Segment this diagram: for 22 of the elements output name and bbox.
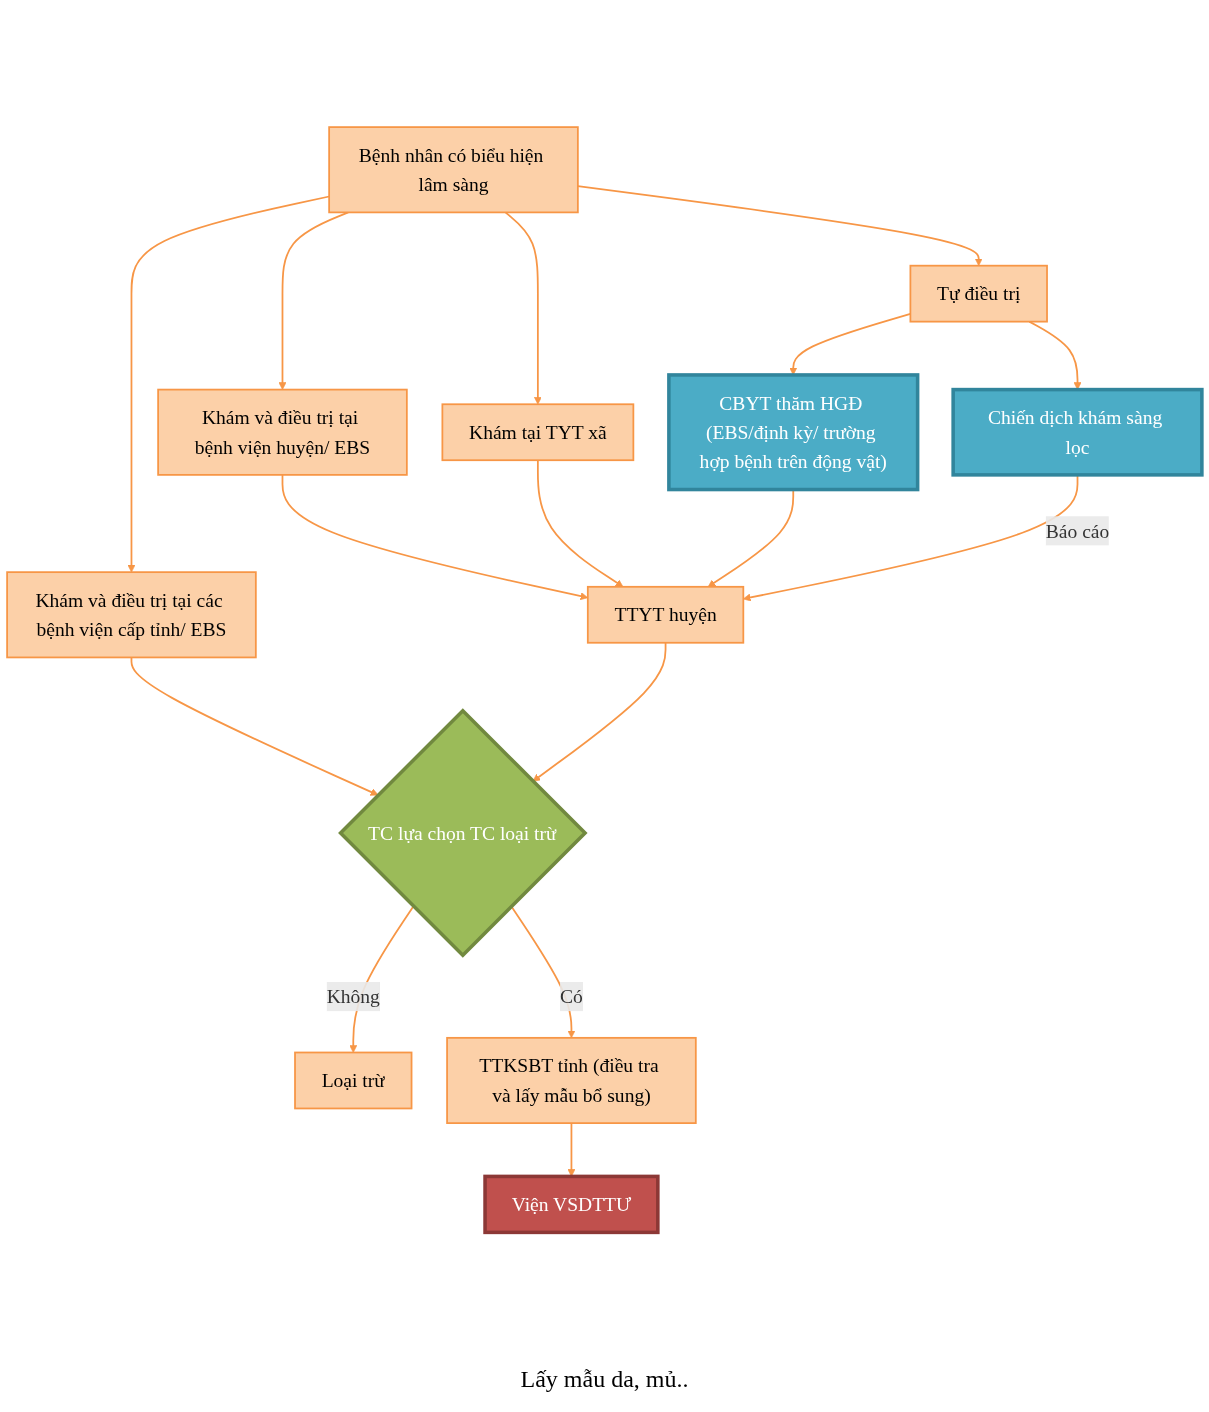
node-box: Tự điều trị [909, 265, 1048, 323]
edge-label: Có [560, 985, 583, 1008]
edge-label: Không [326, 985, 380, 1008]
note-text: Lấy mẫu da, mủ.. [520, 1366, 689, 1392]
node-box: Khám và điều trị tại bệnh viện huyện/ EBS [157, 388, 408, 476]
node-box: Khám tại TYT xã [441, 403, 635, 462]
node-box: Loại trừ [294, 1051, 413, 1110]
node-box: TTYT huyện [586, 586, 745, 644]
arrow [278, 211, 350, 391]
arrow [130, 656, 379, 796]
node-box: Viện VSDTTƯ [483, 1174, 660, 1235]
node-box: Khám và điều trị tại các bệnh viện cấp tỉnh/ EBS [6, 571, 257, 659]
arrow [567, 1122, 576, 1177]
node-box: TTKSBT tỉnh (điều tra và lấy mẫu bổ sung) [446, 1037, 697, 1125]
node-box: Chiến dịch khám sàng lọc [951, 388, 1204, 477]
edge-label: Báo cáo [1045, 519, 1110, 543]
arrow [537, 459, 624, 588]
arrow [532, 642, 667, 782]
node-box: CBYT thăm HGĐ (EBS/định kỳ/ trường hợp bệnh trên động vật) [667, 373, 920, 492]
arrow [504, 211, 542, 405]
node-diamond: TC lựa chọn TC loại trừ [338, 708, 588, 958]
node-box: Bệnh nhân có biểu hiện lâm sàng [328, 126, 579, 214]
